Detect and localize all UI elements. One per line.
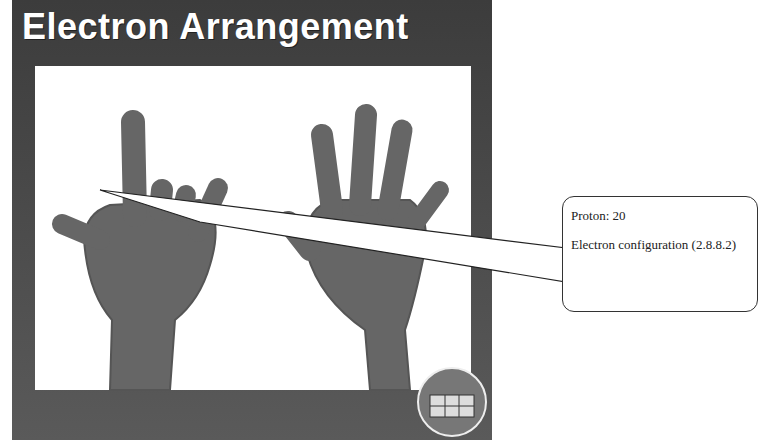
- callout-text: Proton: 20: [571, 207, 749, 224]
- callout-leader: [100, 190, 566, 282]
- logo-emblem: [418, 368, 486, 436]
- callout-text: Electron configuration (2.8.8.2): [571, 236, 749, 253]
- slide-title: Electron Arrangement: [22, 6, 482, 48]
- left-hand: [62, 122, 218, 390]
- callout-box: Proton: 20 Electron configuration (2.8.8.…: [562, 196, 758, 312]
